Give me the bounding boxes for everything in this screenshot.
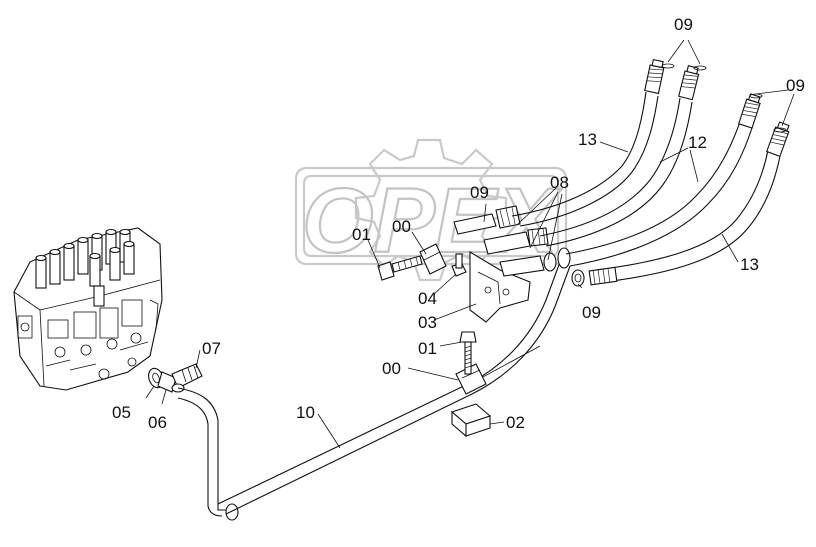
watermark-gear — [354, 138, 508, 282]
valve-face-details — [17, 299, 159, 380]
callout-01-lower: 01 — [418, 339, 437, 358]
clamp-bolt-upper — [377, 255, 423, 281]
valve-outlet-fittings — [148, 363, 203, 393]
callout-05: 05 — [112, 403, 131, 422]
bolt-04 — [451, 253, 467, 277]
hose-end-fittings — [588, 58, 790, 286]
callout-03: 03 — [418, 313, 437, 332]
callout-01-upper: 01 — [352, 225, 371, 244]
callout-00-lower: 00 — [382, 359, 401, 378]
callout-09-mid: 09 — [470, 183, 489, 202]
callout-09-top: 09 — [674, 15, 693, 34]
callout-09-right: 09 — [786, 76, 805, 95]
clamp-bolt-lower — [459, 331, 477, 375]
callout-12: 12 — [688, 133, 707, 152]
spacer-block-02 — [450, 403, 492, 438]
adapter-fittings-08 — [453, 205, 585, 287]
callout-labels: 09 09 13 12 13 09 08 00 01 04 03 09 07 0… — [112, 15, 805, 432]
pipe-clamp-upper — [419, 243, 447, 275]
hoses-12-13 — [511, 91, 781, 283]
callout-13-top: 13 — [578, 130, 597, 149]
control-valve-assembly — [13, 227, 163, 391]
callout-09-lower: 09 — [582, 303, 601, 322]
callout-07: 07 — [202, 339, 221, 358]
callout-08: 08 — [550, 173, 569, 192]
leader-lines — [145, 39, 795, 449]
callout-00-upper: 00 — [392, 217, 411, 236]
callout-13-right: 13 — [740, 255, 759, 274]
o-rings-09 — [661, 63, 787, 133]
valve-spools — [35, 228, 135, 307]
callout-02: 02 — [506, 413, 525, 432]
callout-04: 04 — [418, 289, 437, 308]
callout-10: 10 — [296, 403, 315, 422]
callout-06: 06 — [148, 413, 167, 432]
